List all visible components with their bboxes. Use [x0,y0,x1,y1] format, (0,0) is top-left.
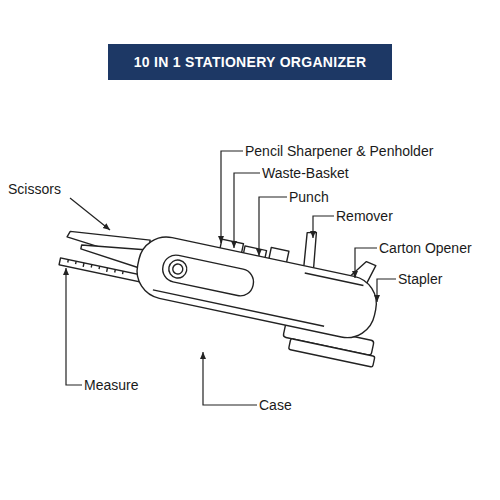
part-label: Scissors [8,181,61,197]
part-label: Waste-Basket [262,165,349,181]
part-label: Measure [84,377,138,393]
part-label: Punch [289,189,329,205]
part-label: Remover [336,208,393,224]
part-label: Carton Opener [379,240,472,256]
part-label: Stapler [398,271,442,287]
part-label: Pencil Sharpener & Penholder [245,143,433,159]
part-label: Case [259,397,292,413]
title: 10 IN 1 STATIONERY ORGANIZER [134,54,367,70]
title-banner: 10 IN 1 STATIONERY ORGANIZER [108,44,392,80]
